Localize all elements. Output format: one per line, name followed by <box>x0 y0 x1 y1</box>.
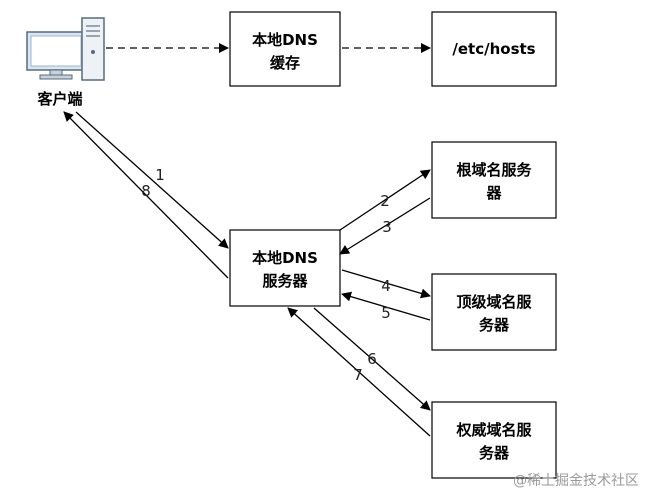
local-dns-cache-line1: 本地DNS <box>252 31 318 49</box>
step-6-arrow <box>313 307 431 411</box>
step-7-label: 7 <box>353 366 363 384</box>
step-4-label: 4 <box>381 277 391 295</box>
local-dns-server-line1: 本地DNS <box>252 249 318 267</box>
etc-hosts-label: /etc/hosts <box>452 40 535 58</box>
step-1-label: 1 <box>155 166 165 184</box>
tld-name-server-line1: 顶级域名服 <box>456 293 532 311</box>
root-name-server-line1: 根域名服务 <box>456 161 532 179</box>
root-name-server-line2: 器 <box>485 184 502 202</box>
step-2-arrow <box>339 169 431 231</box>
step-3-arrow <box>339 197 431 255</box>
watermark-text: @稀土掘金技术社区 <box>513 473 639 489</box>
authoritative-name-server-box: 权威域名服 务器 <box>431 401 557 479</box>
local-dns-cache-line2: 缓存 <box>270 54 300 72</box>
authoritative-name-server-line2: 务器 <box>479 444 510 462</box>
step-6-label: 6 <box>367 350 377 368</box>
step-2-label: 2 <box>380 192 390 210</box>
tld-name-server-box: 顶级域名服 务器 <box>431 273 557 351</box>
step-5-arrow <box>341 291 431 321</box>
step-7-arrow <box>287 307 431 437</box>
client-computer-icon <box>26 17 105 81</box>
local-dns-cache-box: 本地DNS 缓存 <box>229 11 341 87</box>
etc-hosts-box: /etc/hosts <box>431 11 557 87</box>
step-4-arrow <box>341 269 431 299</box>
step-5-label: 5 <box>381 304 391 322</box>
authoritative-name-server-line1: 权威域名服 <box>455 421 532 439</box>
step-8-arrow <box>63 111 229 279</box>
step-3-label: 3 <box>382 218 392 236</box>
client-label: 客户端 <box>36 90 82 108</box>
local-dns-server-box: 本地DNS 服务器 <box>229 229 341 307</box>
local-dns-server-line2: 服务器 <box>262 272 308 290</box>
step-8-label: 8 <box>141 182 151 200</box>
step-1-arrow <box>75 111 229 249</box>
root-name-server-box: 根域名服务 器 <box>431 141 557 219</box>
tld-name-server-line2: 务器 <box>479 316 510 334</box>
